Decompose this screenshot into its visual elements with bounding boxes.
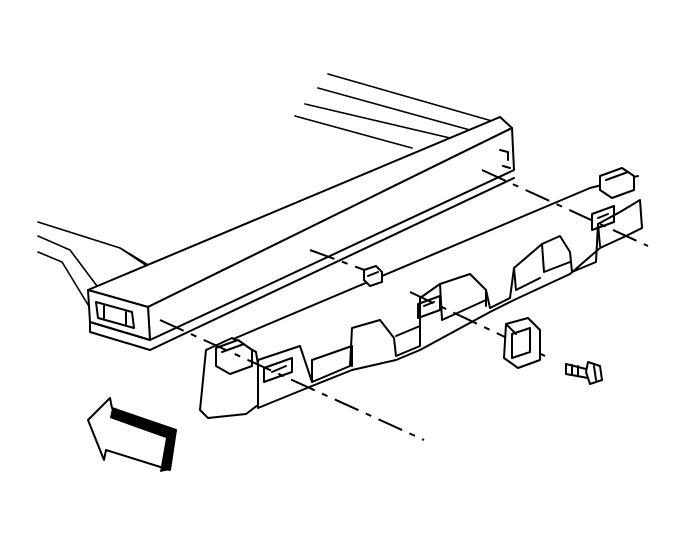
- rear-crossmember: [87, 116, 515, 351]
- retainer-clip: [363, 265, 383, 287]
- bumper-energy-absorber: [199, 167, 643, 419]
- alignment-lines: [159, 169, 649, 441]
- front-arrow-icon: [87, 397, 177, 472]
- bracket-insert: [503, 317, 541, 369]
- mounting-bolt: [565, 361, 603, 385]
- vehicle-frame: [37, 73, 493, 309]
